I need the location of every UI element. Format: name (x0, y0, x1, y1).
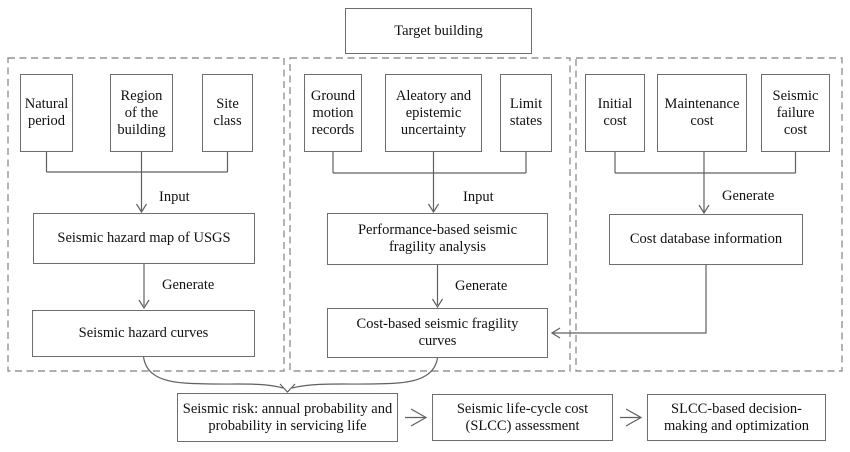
performance-fragility-analysis-label: Performance-based seismic fragility anal… (357, 222, 518, 255)
aleatory-epistemic-uncertainty-label: Aleatory and epistemic uncertainty (395, 87, 472, 138)
slcc-assessment-box: Seismic life-cycle cost (SLCC) assessmen… (432, 394, 613, 441)
hazard-curves-to-risk-curve (142, 356, 284, 389)
seismic-hazard-curves-label: Seismic hazard curves (78, 325, 209, 341)
ground-motion-records-label: Ground motion records (310, 87, 356, 138)
maintenance-cost-label: Maintenance cost (664, 96, 740, 129)
panel2-generate-label: Generate (455, 278, 508, 294)
region-of-building-label: Region of the building (117, 87, 166, 138)
panel2-generate-arrow (431, 265, 444, 309)
slcc-assessment-label: Seismic life-cycle cost (SLCC) assessmen… (456, 400, 589, 434)
initial-cost-box: Initial cost (585, 74, 645, 152)
panel3-input-bracket (614, 152, 797, 215)
panel1-input-bracket (45, 152, 229, 214)
target-building-label: Target building (394, 22, 483, 39)
aleatory-epistemic-uncertainty-box: Aleatory and epistemic uncertainty (385, 74, 482, 152)
ground-motion-records-box: Ground motion records (304, 74, 362, 152)
seismic-risk-label: Seismic risk: annual probability and pro… (182, 400, 393, 434)
arrowhead-down-icon (279, 383, 296, 393)
arrowhead-right-icon (625, 408, 643, 427)
cost-database-information-label: Cost database information (629, 231, 783, 247)
seismic-hazard-curves-box: Seismic hazard curves (32, 310, 255, 357)
target-building-box: Target building (345, 8, 532, 54)
cost-database-to-fragility-arrow (550, 265, 707, 339)
risk-to-slcc-arrow (405, 408, 428, 427)
cost-based-fragility-curves-box: Cost-based seismic fragility curves (327, 308, 548, 358)
seismic-failure-cost-label: Seismic failure cost (772, 87, 819, 138)
arrowhead-right-icon (410, 408, 428, 427)
arrowhead-down-icon (138, 299, 150, 310)
cost-based-fragility-curves-label: Cost-based seismic fragility curves (356, 316, 519, 349)
panel-cost-dashed-border (575, 57, 843, 372)
seismic-hazard-map-box: Seismic hazard map of USGS (33, 213, 255, 264)
site-class-box: Site class (202, 74, 253, 152)
arrowhead-down-icon (698, 204, 710, 215)
panel2-input-label: Input (463, 189, 494, 205)
arrowhead-left-icon (550, 327, 561, 339)
limit-states-box: Limit states (500, 74, 552, 152)
panel3-generate-label: Generate (722, 188, 775, 204)
fragility-curves-to-risk-curve (291, 357, 439, 389)
maintenance-cost-box: Maintenance cost (657, 74, 747, 152)
slcc-to-decision-arrow (620, 408, 643, 427)
panel-fragility-dashed-border (289, 57, 571, 372)
natural-period-label: Natural period (24, 96, 69, 129)
panel1-generate-arrow (138, 264, 150, 310)
slcc-decision-optimization-label: SLCC-based decision-making and optimizat… (664, 400, 809, 434)
panel-hazard-dashed-border (7, 57, 285, 372)
panel2-input-bracket (332, 152, 527, 214)
arrowhead-down-icon (427, 203, 440, 214)
arrowhead-down-icon (135, 203, 148, 214)
seismic-failure-cost-box: Seismic failure cost (761, 74, 830, 152)
panel1-generate-label: Generate (162, 277, 215, 293)
initial-cost-label: Initial cost (597, 96, 633, 129)
performance-fragility-analysis-box: Performance-based seismic fragility anal… (327, 213, 548, 265)
natural-period-box: Natural period (20, 74, 73, 152)
cost-database-information-box: Cost database information (609, 214, 803, 265)
seismic-risk-box: Seismic risk: annual probability and pro… (177, 393, 398, 442)
region-of-building-box: Region of the building (110, 74, 173, 152)
site-class-label: Site class (213, 96, 242, 129)
slcc-decision-optimization-box: SLCC-based decision-making and optimizat… (647, 394, 826, 441)
arrowhead-down-icon (431, 298, 444, 309)
seismic-hazard-map-label: Seismic hazard map of USGS (57, 230, 231, 246)
limit-states-label: Limit states (509, 96, 543, 129)
panel1-input-label: Input (159, 189, 190, 205)
